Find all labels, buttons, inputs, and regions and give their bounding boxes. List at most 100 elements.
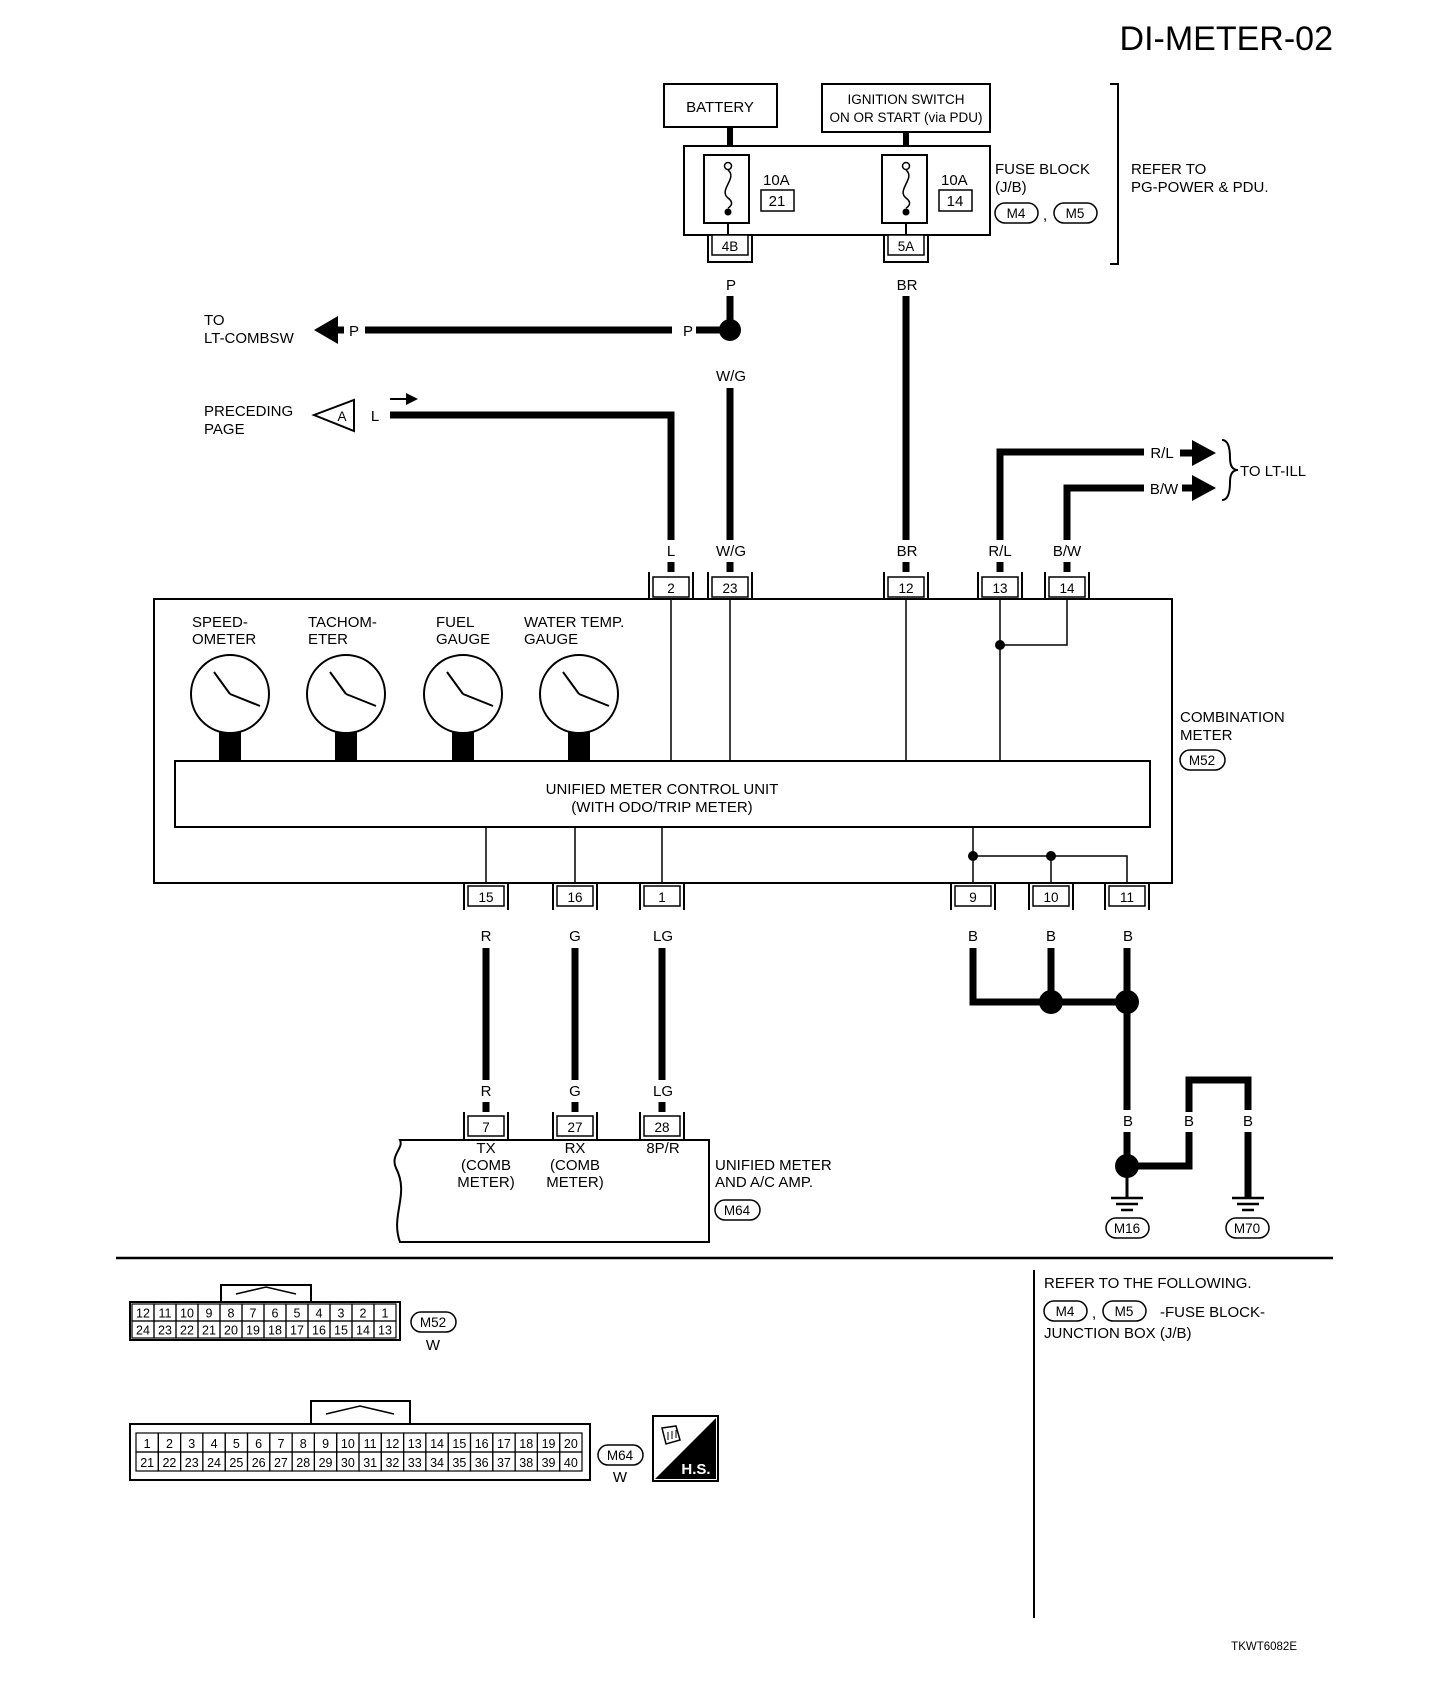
connector-pin-number: 19 <box>542 1437 556 1451</box>
wire-label-p-left: P <box>349 323 359 340</box>
terminal-4b: 4B <box>707 234 753 263</box>
connector-pin-number: 10 <box>341 1437 355 1451</box>
hs-badge-label: H.S. <box>681 1461 710 1478</box>
amp-rx-line3: METER) <box>546 1174 604 1191</box>
connector-pin-number: 9 <box>322 1437 329 1451</box>
ignition-label-line1: IGNITION SWITCH <box>848 92 965 107</box>
connector-separator: , <box>1043 207 1047 224</box>
connector-pin-number: 37 <box>497 1456 511 1470</box>
connector-pin-number: 31 <box>363 1456 377 1470</box>
amp-tx-line3: METER) <box>457 1174 515 1191</box>
amp-rx-line2: (COMB <box>550 1157 600 1174</box>
connector-pin-number: 6 <box>272 1306 279 1320</box>
ignition-label-line2: ON OR START (via PDU) <box>829 110 982 125</box>
connector-pin-number: 26 <box>252 1456 266 1470</box>
to-lt-ill-label: TO LT-ILL <box>1240 463 1306 480</box>
wire-label-br-lower: BR <box>897 543 918 560</box>
refer-following-line1: REFER TO THE FOLLOWING. <box>1044 1275 1252 1292</box>
to-lt-combsw-line1: TO <box>204 312 225 329</box>
connector-pin-number: 24 <box>136 1323 150 1337</box>
connector-pin-number: 22 <box>180 1323 194 1337</box>
refer-following-line3: JUNCTION BOX (J/B) <box>1044 1325 1192 1342</box>
arrow-left-icon <box>314 316 338 344</box>
ignition-switch-box: IGNITION SWITCH ON OR START (via PDU) <box>821 83 991 133</box>
connector-pin-number: 23 <box>185 1456 199 1470</box>
wire-label-br-upper: BR <box>897 277 918 294</box>
amp-tx-line1: TX <box>476 1140 495 1157</box>
meter-terminal-9-label: 9 <box>969 890 977 905</box>
connector-pin-number: 20 <box>224 1323 238 1337</box>
connector-pin-number: 14 <box>356 1323 370 1337</box>
battery-label: BATTERY <box>686 99 754 116</box>
wire-label-b-10: B <box>1046 928 1056 945</box>
gauge-water-temp-line1: WATER TEMP. <box>524 614 624 631</box>
wire-label-r-lower: R <box>481 1083 492 1100</box>
fuse-block-label-line2: (J/B) <box>995 179 1027 196</box>
wire-label-r-upper: R <box>481 928 492 945</box>
meter-terminal-14-label: 14 <box>1059 581 1075 596</box>
wire-label-b-ground-3: B <box>1243 1113 1253 1130</box>
connector-pin-number: 16 <box>312 1323 326 1337</box>
meter-terminal-2: 2 <box>648 572 694 600</box>
wire-label-rl-right: R/L <box>1150 445 1173 462</box>
gauge-fuel-line1: FUEL <box>436 614 474 631</box>
connector-pin-number: 16 <box>475 1437 489 1451</box>
fuse-block-label-line1: FUSE BLOCK <box>995 161 1090 178</box>
meter-terminal-12: 12 <box>883 572 929 600</box>
connector-pin-number: 15 <box>452 1437 466 1451</box>
meter-terminal-9: 9 <box>950 882 996 910</box>
terminal-5a: 5A <box>883 234 929 263</box>
meter-terminal-11: 11 <box>1104 882 1150 910</box>
ground-splice-point <box>1039 990 1063 1014</box>
diagram-title: DI-METER-02 <box>1120 20 1333 58</box>
connector-pin-number: 3 <box>338 1306 345 1320</box>
amp-terminal-7: 7 <box>463 1112 509 1141</box>
connector-pin-number: 27 <box>274 1456 288 1470</box>
splice-point <box>719 319 741 341</box>
connector-pin-number: 35 <box>452 1456 466 1470</box>
meter-terminal-23-label: 23 <box>722 581 737 596</box>
gauge-tachometer-line1: TACHOM- <box>308 614 377 631</box>
wire-label-wg-lower: W/G <box>716 543 746 560</box>
fuse-block-connector-a: M4 <box>1007 206 1026 221</box>
amp-sp-label: 8P/R <box>646 1140 680 1157</box>
wire-label-lg-upper: LG <box>653 928 673 945</box>
connector-pin-number: 22 <box>162 1456 176 1470</box>
refer-pg-power-line2: PG-POWER & PDU. <box>1131 179 1269 196</box>
connector-pin-number: 8 <box>300 1437 307 1451</box>
fuel-gauge-icon <box>423 654 503 761</box>
connector-pin-number: 4 <box>211 1437 218 1451</box>
connector-pin-number: 17 <box>290 1323 304 1337</box>
amp-terminal-28-label: 28 <box>654 1120 669 1135</box>
connector-pin-number: 13 <box>408 1437 422 1451</box>
gauge-speedometer-line1: SPEED- <box>192 614 248 631</box>
signal-direction-arrow-icon <box>406 393 418 405</box>
connector-pin-number: 39 <box>542 1456 556 1470</box>
connector-pin-number: 3 <box>188 1437 195 1451</box>
meter-terminal-1: 1 <box>639 882 685 910</box>
connector-pin-number: 23 <box>158 1323 172 1337</box>
preceding-page-line2: PAGE <box>204 421 245 438</box>
refer-pg-power-line1: REFER TO <box>1131 161 1206 178</box>
preceding-page-line1: PRECEDING <box>204 403 293 420</box>
wire-label-l-left: L <box>371 408 379 425</box>
connector-pin-number: 19 <box>246 1323 260 1337</box>
meter-terminal-15-label: 15 <box>478 890 493 905</box>
preceding-page-connector-icon <box>311 398 355 433</box>
refer-following-conn-a: M4 <box>1056 1304 1075 1319</box>
ground-splice-point <box>1115 990 1139 1014</box>
amp-connector: M64 <box>724 1203 751 1218</box>
unified-meter-ac-amp: 7 27 28 TX (COMB METER) RX (COMB METER) … <box>393 1112 710 1243</box>
connector-pin-number: 14 <box>430 1437 444 1451</box>
amp-label-line1: UNIFIED METER <box>715 1157 832 1174</box>
connector-pin-number: 34 <box>430 1456 444 1470</box>
ground-icon <box>1111 1176 1143 1212</box>
connector-pin-number: 1 <box>144 1437 151 1451</box>
connector-pin-number: 15 <box>334 1323 348 1337</box>
fuse-14-icon <box>881 154 928 224</box>
speedometer-gauge-icon <box>190 654 270 761</box>
wire-label-bw-right: B/W <box>1150 481 1179 498</box>
water-temp-gauge-icon <box>539 654 619 761</box>
